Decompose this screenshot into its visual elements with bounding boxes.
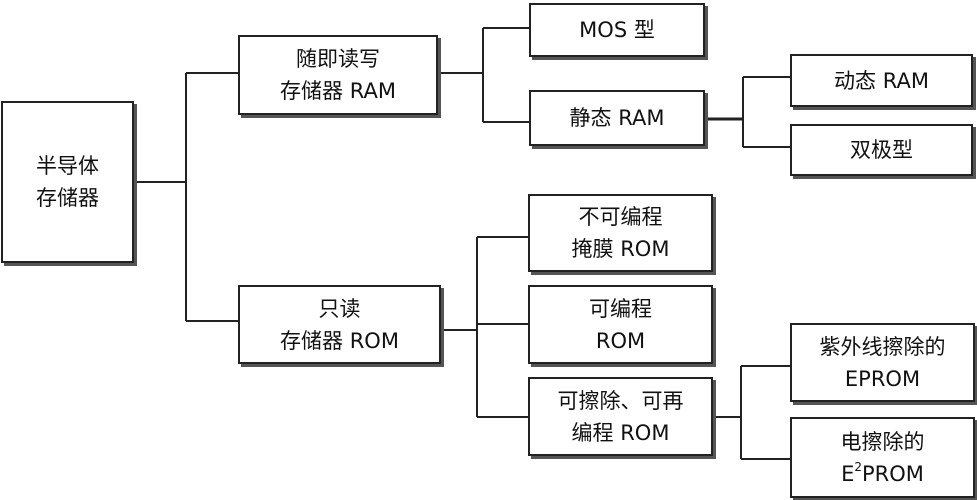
node-line: 不可编程 [578,205,663,229]
node-dynamic-ram: 动态 RAM [790,54,973,107]
node-line: E2PROM [841,458,924,490]
node-erasable-rom: 可擦除、可再 编程 ROM [528,377,713,456]
node-line: 只读 [318,296,361,321]
node-ram: 随即读写 存储器 RAM [238,35,438,115]
node-base-text: E [841,461,855,486]
node-line: ROM [595,328,646,353]
node-mask-rom: 不可编程 掩膜 ROM [528,194,713,272]
node-line: 双极型 [850,138,913,162]
node-mos-type: MOS 型 [529,3,705,57]
node-e2prom: 电擦除的 E2PROM [790,417,975,498]
node-line: 半导体 [36,154,99,178]
node-line: 可编程 [589,296,652,321]
node-line: MOS 型 [579,18,655,42]
node-static-ram: 静态 RAM [529,90,705,146]
node-line: 电擦除的 [840,429,925,454]
node-line: 存储器 ROM [280,328,399,353]
node-line: 掩膜 ROM [571,237,670,261]
node-line: 存储器 [36,186,99,210]
node-line: 动态 RAM [834,68,929,93]
node-superscript: 2 [854,459,862,474]
node-eprom: 紫外线擦除的 EPROM [790,323,975,402]
node-line: 静态 RAM [569,106,665,130]
node-prom: 可编程 ROM [528,285,713,364]
node-bipolar: 双极型 [790,124,973,176]
node-line: 可擦除、可再 [557,388,684,413]
node-rest-text: PROM [862,461,924,486]
node-line: 编程 ROM [571,420,670,445]
node-line: EPROM [844,366,921,391]
node-rom: 只读 存储器 ROM [238,285,441,364]
node-line: 存储器 RAM [280,79,396,103]
node-semiconductor-memory: 半导体 存储器 [1,101,134,263]
node-line: 随即读写 [296,47,380,71]
node-line: 紫外线擦除的 [819,334,946,359]
